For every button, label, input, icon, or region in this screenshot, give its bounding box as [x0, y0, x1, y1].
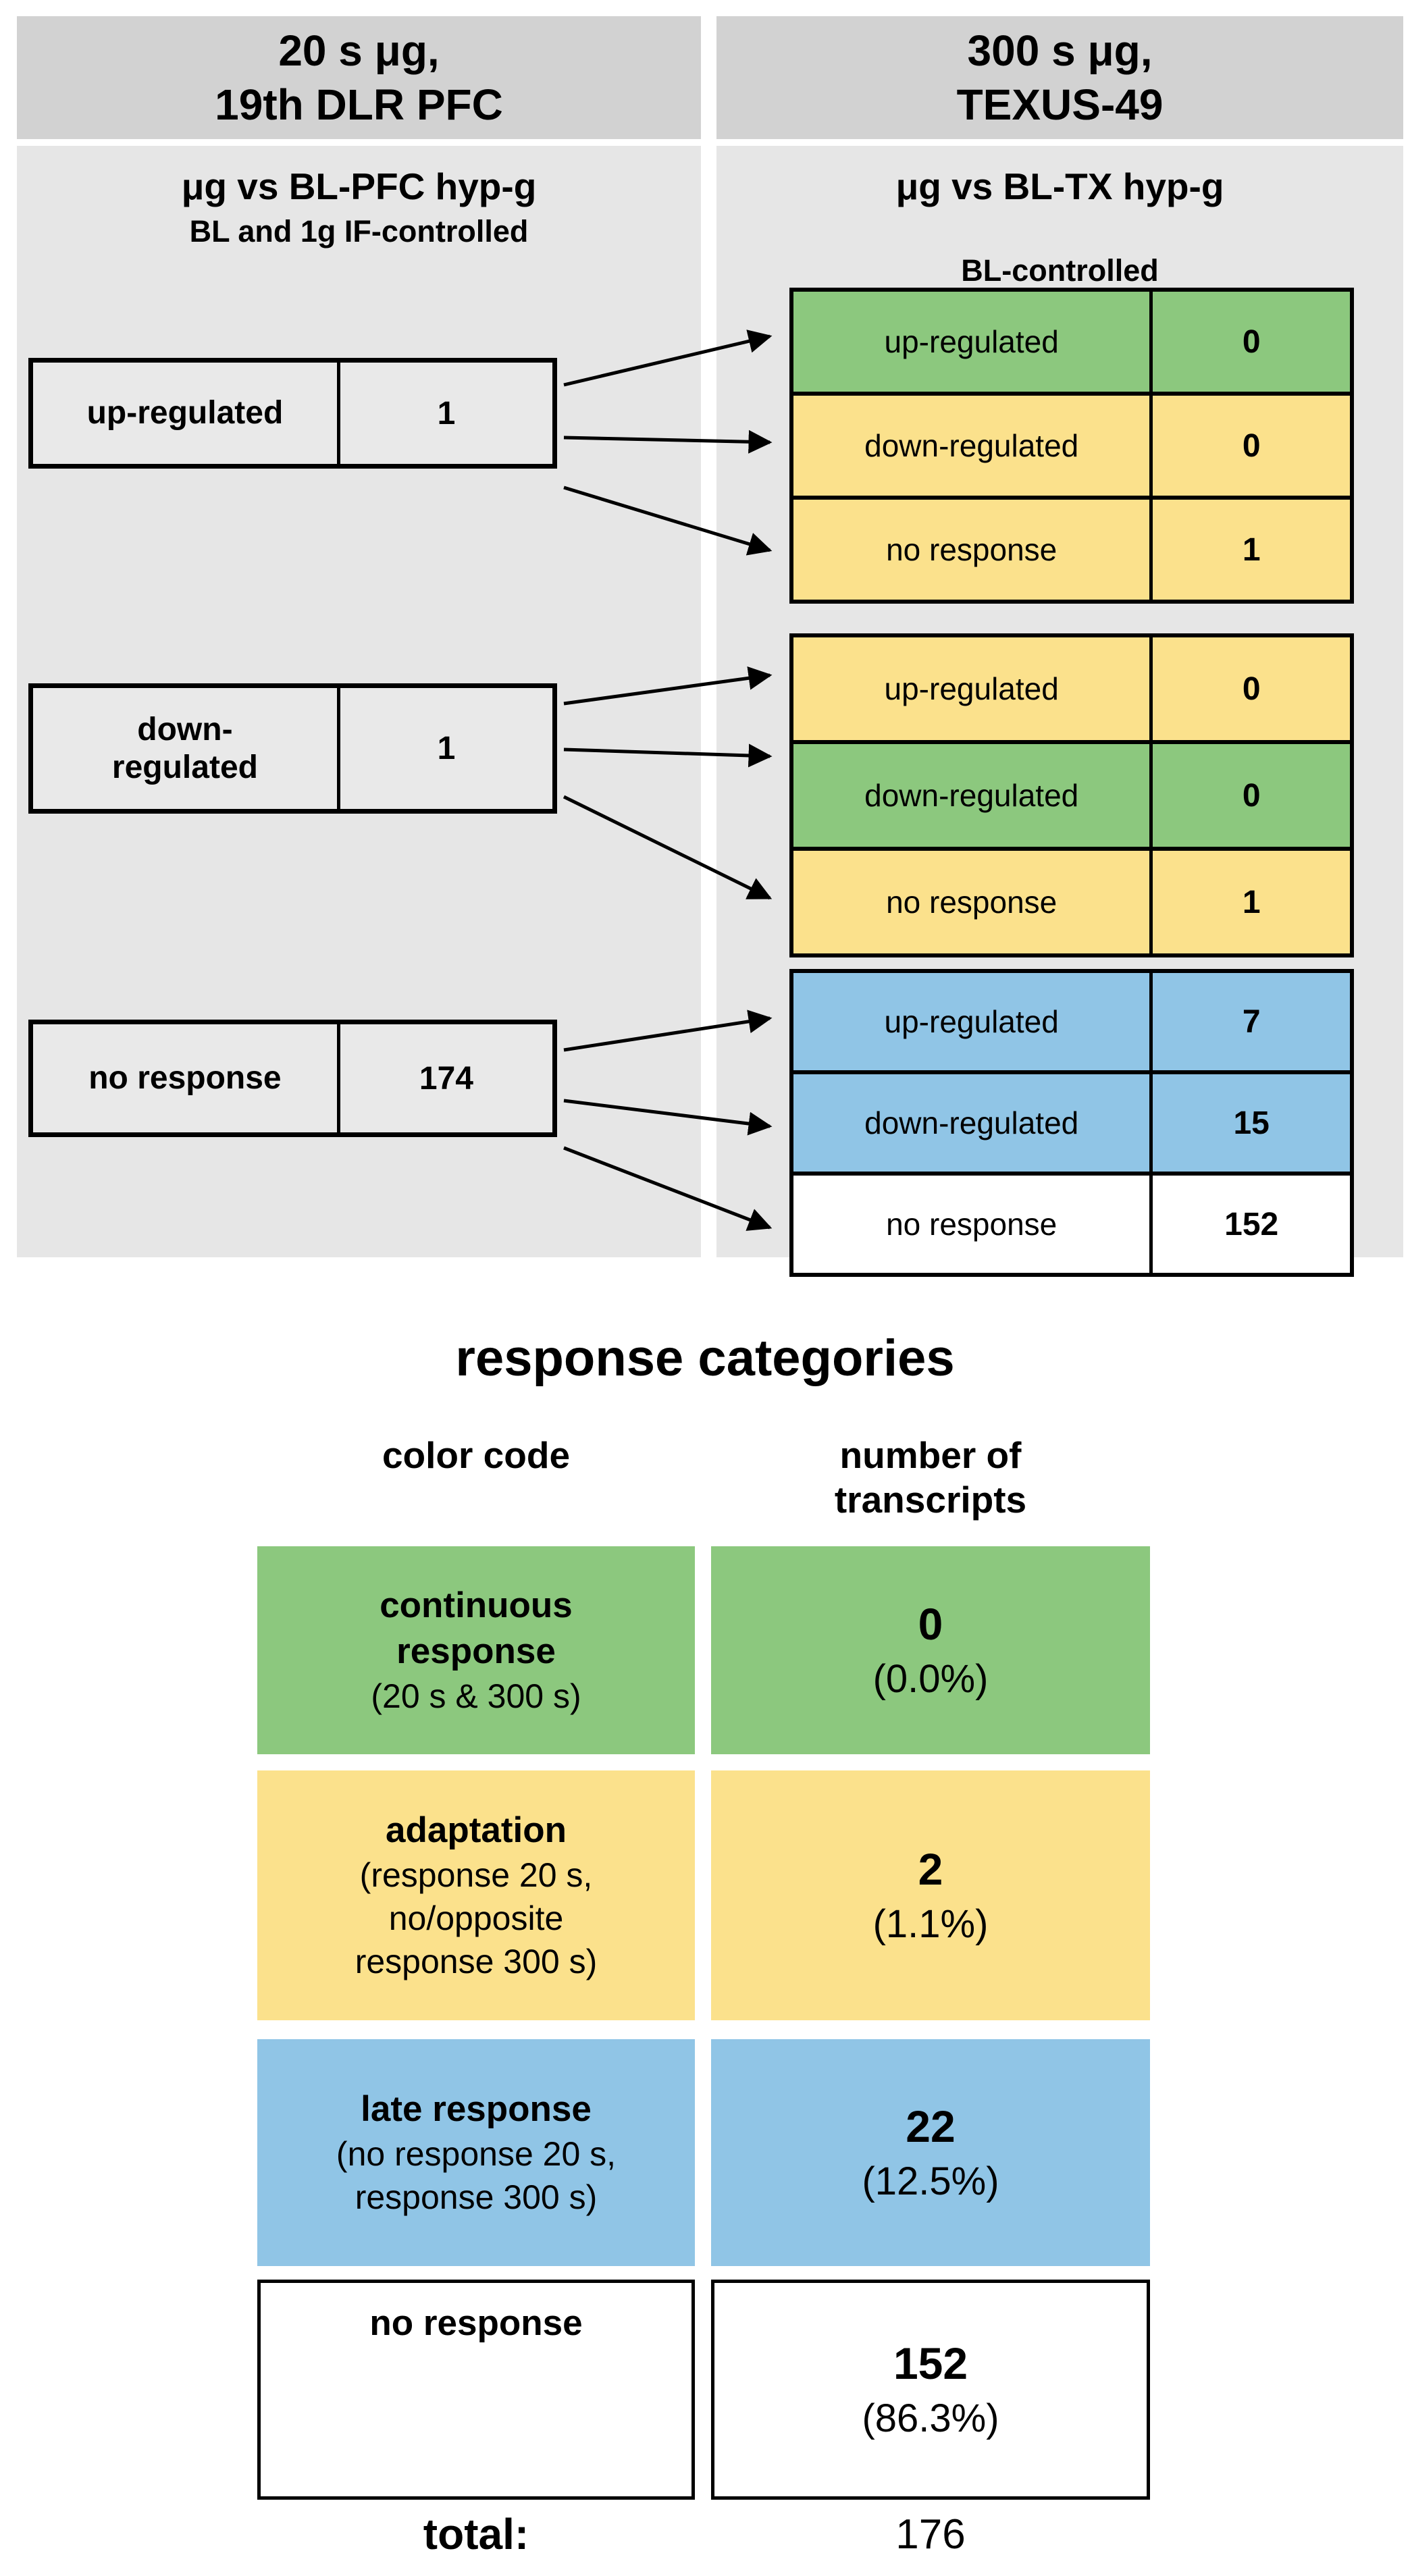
- result-table-group-1: up-regulated 0 down-regulated 0 no respo…: [789, 288, 1354, 604]
- legend-transcripts-header: number of transcripts: [711, 1433, 1150, 1522]
- right-comparison-subtitle-2: BL-controlled: [961, 253, 1159, 288]
- row-count: 0: [1153, 396, 1350, 496]
- legend-transcripts-header-line1: number of: [839, 1434, 1022, 1476]
- legend-percent: (1.1%): [872, 1902, 989, 1947]
- legend-percent: (0.0%): [872, 1657, 989, 1702]
- row-label: up-regulated: [793, 637, 1153, 740]
- legend-category-name: adaptation: [386, 1810, 567, 1851]
- legend-transcripts-header-line2: transcripts: [834, 1479, 1027, 1521]
- legend-category-name: no response: [369, 2303, 583, 2343]
- source-box-down-regulated: down- regulated 1: [28, 683, 557, 814]
- legend-category-detail: response 300 s): [355, 2178, 598, 2216]
- row-label: up-regulated: [793, 292, 1153, 392]
- table-row: no response 1: [793, 847, 1350, 953]
- row-count: 1: [1153, 851, 1350, 953]
- row-count: 15: [1153, 1074, 1350, 1172]
- legend-count: 22: [906, 2101, 956, 2152]
- legend-count: 152: [893, 2338, 968, 2389]
- legend-count-no-response: 152 (86.3%): [711, 2280, 1150, 2500]
- right-comparison-subtitle: μg vs BL-TX hyp-g: [895, 165, 1224, 207]
- row-count: 0: [1153, 637, 1350, 740]
- legend-category-detail: no/opposite: [388, 1899, 564, 1937]
- legend-category-detail: (no response 20 s,: [336, 2134, 617, 2173]
- legend-category-name: response: [396, 1631, 556, 1671]
- row-label: no response: [793, 1176, 1153, 1273]
- legend-category-late-response: late response (no response 20 s, respons…: [257, 2039, 695, 2266]
- left-comparison-subtitle: μg vs BL-PFC hyp-g: [181, 165, 537, 207]
- legend-total-value: 176: [895, 2511, 966, 2558]
- table-row: up-regulated 7: [793, 973, 1350, 1070]
- result-table-group-2: up-regulated 0 down-regulated 0 no respo…: [789, 633, 1354, 957]
- legend-category-name: continuous: [380, 1585, 573, 1626]
- legend-count-continuous: 0 (0.0%): [711, 1546, 1150, 1754]
- table-row: down-regulated 15: [793, 1070, 1350, 1172]
- table-row: no response 1: [793, 496, 1350, 600]
- legend-category-detail: (response 20 s,: [359, 1856, 593, 1894]
- row-label: down-regulated: [793, 1074, 1153, 1172]
- legend-category-detail: response 300 s): [355, 1942, 598, 1980]
- row-count: 7: [1153, 973, 1350, 1070]
- row-count: 1: [1153, 500, 1350, 600]
- legend-count: 2: [918, 1844, 943, 1895]
- row-count: 0: [1153, 744, 1350, 847]
- legend-count: 0: [918, 1599, 943, 1650]
- table-row: no response 152: [793, 1172, 1350, 1273]
- source-box-up-regulated: up-regulated 1: [28, 358, 557, 469]
- source-box-label: up-regulated: [86, 395, 284, 431]
- table-row: up-regulated 0: [793, 637, 1350, 740]
- result-table-group-3: up-regulated 7 down-regulated 15 no resp…: [789, 969, 1354, 1277]
- source-box-count: 1: [437, 731, 456, 766]
- row-count: 152: [1153, 1176, 1350, 1273]
- legend-count-adaptation: 2 (1.1%): [711, 1770, 1150, 2020]
- right-experiment-header-line1: 300 s μg,: [967, 26, 1153, 75]
- legend-category-name: late response: [361, 2089, 592, 2130]
- legend-color-code-header: color code: [382, 1434, 571, 1476]
- row-count: 0: [1153, 292, 1350, 392]
- row-label: down-regulated: [793, 396, 1153, 496]
- legend-count-late-response: 22 (12.5%): [711, 2039, 1150, 2266]
- row-label: no response: [793, 851, 1153, 953]
- left-comparison-subtitle-2: BL and 1g IF-controlled: [189, 214, 529, 248]
- legend-category-continuous: continuous response (20 s & 300 s): [257, 1546, 695, 1754]
- table-row: down-regulated 0: [793, 392, 1350, 496]
- row-label: down-regulated: [793, 744, 1153, 847]
- legend-percent: (12.5%): [862, 2159, 999, 2204]
- left-experiment-header: 20 s μg, 19th DLR PFC: [17, 16, 701, 139]
- source-box-label: no response: [88, 1060, 282, 1097]
- legend-percent: (86.3%): [862, 2396, 999, 2441]
- legend-category-adaptation: adaptation (response 20 s, no/opposite r…: [257, 1770, 695, 2020]
- legend-title: response categories: [455, 1330, 955, 1387]
- source-box-count: 1: [437, 395, 456, 431]
- source-box-no-response: no response 174: [28, 1020, 557, 1137]
- row-label: up-regulated: [793, 973, 1153, 1070]
- legend-category-no-response: no response: [257, 2280, 695, 2500]
- table-row: down-regulated 0: [793, 740, 1350, 847]
- source-box-label: down-: [137, 712, 233, 748]
- legend-total-label: total:: [423, 2510, 529, 2558]
- left-experiment-header-line2: 19th DLR PFC: [215, 80, 503, 129]
- table-row: up-regulated 0: [793, 292, 1350, 392]
- source-box-count: 174: [419, 1060, 473, 1097]
- left-experiment-header-line1: 20 s μg,: [278, 26, 440, 75]
- row-label: no response: [793, 500, 1153, 600]
- legend-category-detail: (20 s & 300 s): [371, 1677, 581, 1715]
- source-box-label-2: regulated: [111, 749, 258, 785]
- right-experiment-header: 300 s μg, TEXUS-49: [716, 16, 1403, 139]
- right-experiment-header-line2: TEXUS-49: [956, 80, 1164, 129]
